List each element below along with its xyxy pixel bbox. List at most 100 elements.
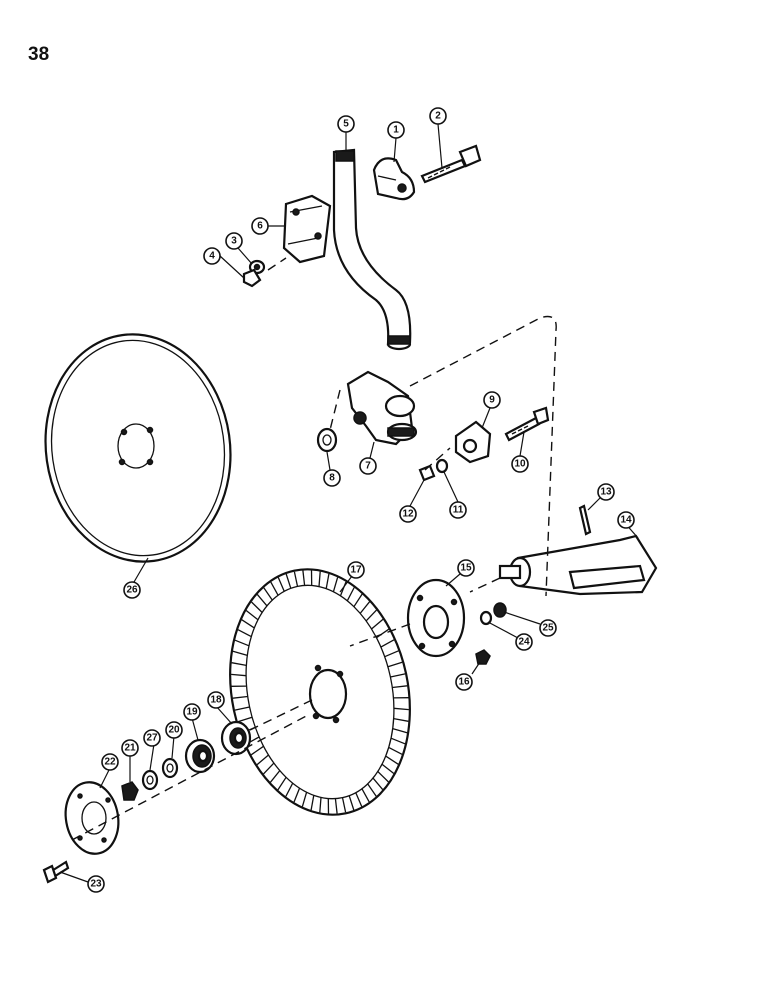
callout-2: 2 [429, 107, 447, 125]
disc-ripple-line [270, 581, 279, 596]
disc-ripple-line [393, 707, 409, 711]
disc-ripple-line [392, 685, 408, 689]
leader-lines [59, 123, 639, 883]
part-washer-20 [161, 757, 179, 779]
svg-text:14: 14 [620, 515, 632, 526]
svg-text:5: 5 [343, 119, 349, 130]
callout-3: 3 [225, 232, 243, 250]
svg-text:21: 21 [124, 743, 136, 754]
disc-ripple-line [318, 571, 321, 587]
svg-text:23: 23 [90, 879, 102, 890]
part-bearing-19 [184, 738, 216, 774]
disc-ripple-line [293, 787, 301, 803]
disc-ripple-line [237, 629, 252, 638]
disc-ripple-line [348, 795, 355, 811]
disc-ripple-line [232, 650, 248, 657]
disc-ripple-line [285, 782, 294, 797]
svg-text:7: 7 [365, 461, 371, 472]
svg-text:20: 20 [168, 725, 180, 736]
part-arm-housing [346, 370, 418, 446]
callout-27: 27 [143, 729, 161, 747]
svg-text:27: 27 [146, 733, 158, 744]
part-bolt-23 [42, 860, 70, 884]
disc-ripple-line [310, 795, 315, 811]
svg-text:25: 25 [542, 623, 554, 634]
part-washer-8 [316, 427, 338, 453]
callout-13: 13 [597, 483, 615, 501]
svg-text:10: 10 [514, 459, 526, 470]
disc-ripple-line [234, 706, 250, 711]
svg-text:2: 2 [435, 111, 441, 122]
disc-ripple-line [387, 661, 403, 668]
part-clamp [372, 157, 416, 201]
svg-text:1: 1 [393, 125, 399, 136]
part-nut-16 [475, 649, 491, 665]
callout-26: 26 [123, 581, 141, 599]
disc-ripple-line [319, 797, 322, 813]
disc-ripple-line [231, 673, 247, 677]
svg-text:16: 16 [458, 677, 470, 688]
svg-text:8: 8 [329, 473, 335, 484]
disc-ripple-line [367, 783, 377, 797]
disc-ripple-line [359, 601, 371, 614]
disc-ripple-line [393, 717, 409, 722]
callout-8: 8 [323, 469, 341, 487]
callout-23: 23 [87, 875, 105, 893]
disc-ripple-line [381, 763, 395, 775]
disc-ripple-line [263, 762, 275, 775]
callout-5: 5 [337, 115, 355, 133]
callout-22: 22 [101, 753, 119, 771]
disc-ripple-line [256, 754, 269, 766]
svg-text:17: 17 [350, 565, 362, 576]
disc-ripple-line [390, 673, 406, 678]
disc-ripple-line [334, 798, 338, 814]
disc-ripple-line [365, 609, 377, 622]
disc-ripple-line [263, 587, 273, 601]
disc-ripple-line [388, 746, 403, 755]
disc-ripple-line [380, 639, 395, 648]
callout-18: 18 [207, 691, 225, 709]
callout-11: 11 [449, 501, 467, 519]
callout-16: 16 [455, 673, 473, 691]
svg-text:13: 13 [600, 487, 612, 498]
disc-ripple-line [384, 650, 399, 658]
disc-ripple-line [325, 573, 330, 589]
svg-text:24: 24 [518, 637, 530, 648]
callout-1: 1 [387, 121, 405, 139]
disc-ripple-line [346, 587, 355, 602]
svg-text:6: 6 [257, 221, 263, 232]
part-bolt-2 [420, 144, 482, 184]
callout-10: 10 [511, 455, 529, 473]
callout-9: 9 [483, 391, 501, 409]
part-nut-11-12 [418, 458, 449, 482]
disc-ripple-line [361, 788, 370, 803]
disc-ripple-line [232, 695, 248, 699]
disc-ripple-line [285, 573, 292, 589]
disc-ripple-line [371, 618, 384, 630]
disc-ripple-line [332, 577, 339, 592]
part-cotter-pin [578, 504, 592, 536]
part-hub-flange [406, 578, 466, 658]
svg-text:12: 12 [402, 509, 414, 520]
disc-ripple-line [277, 776, 287, 791]
disc-ripple-line [339, 581, 347, 597]
svg-text:9: 9 [489, 395, 495, 406]
disc-ripple-line [277, 577, 285, 592]
svg-text:4: 4 [209, 251, 215, 262]
disc-ripple-line [302, 570, 306, 586]
part-spindle-arm [498, 534, 658, 596]
svg-text:15: 15 [460, 563, 472, 574]
disc-ripple-line [234, 639, 250, 647]
callout-25: 25 [539, 619, 557, 637]
disc-ripple-line [390, 737, 406, 745]
callout-20: 20 [165, 721, 183, 739]
page-number: 38 [28, 44, 50, 65]
callout-17: 17 [347, 561, 365, 579]
part-shank [332, 148, 412, 351]
disc-ripple-line [353, 593, 363, 608]
callout-4: 4 [203, 247, 221, 265]
disc-ripple-line [237, 716, 253, 723]
svg-text:26: 26 [126, 585, 138, 596]
part-nut-washer [242, 259, 266, 288]
